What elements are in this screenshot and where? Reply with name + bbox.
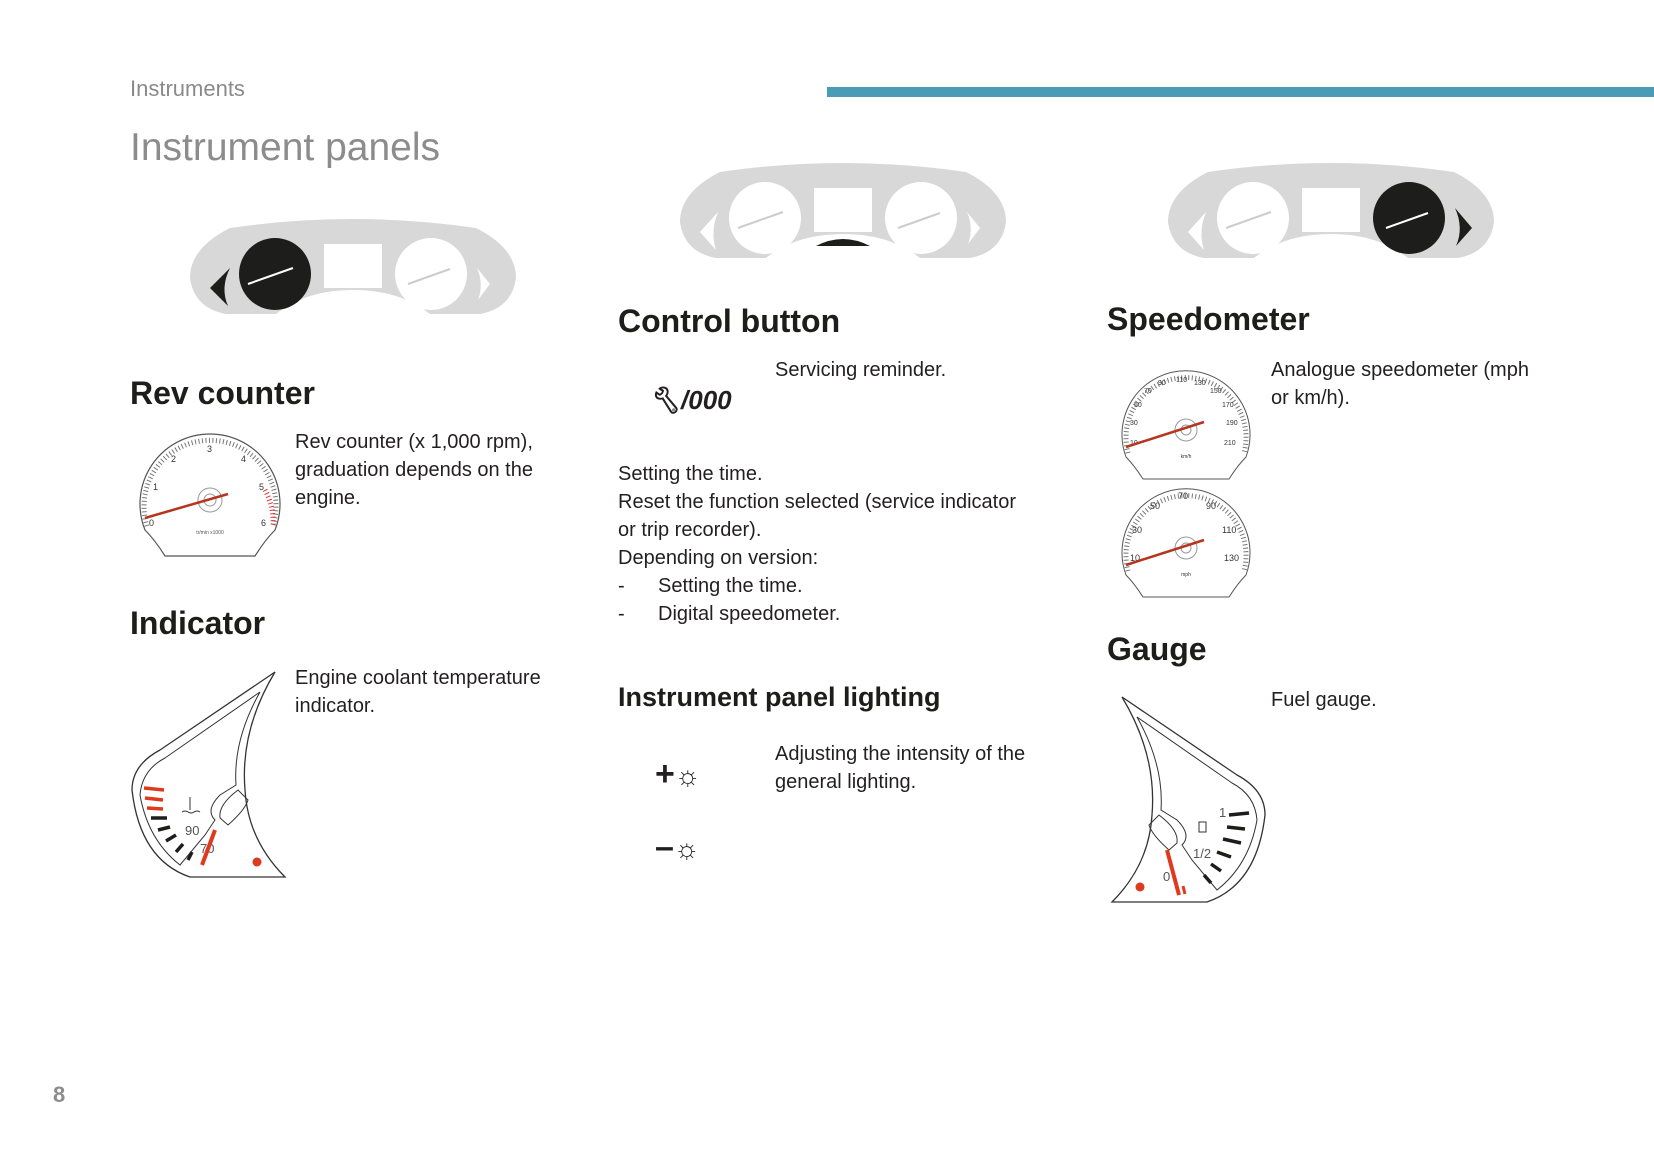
gauge-description: Fuel gauge.: [1271, 689, 1377, 711]
bullet-item: -Setting the time.: [618, 575, 803, 597]
svg-text:110: 110: [1222, 525, 1236, 535]
rev-counter-description: Rev counter (x 1,000 rpm),graduation dep…: [295, 431, 533, 509]
service-reminder-icon: 🔧︎/000: [648, 385, 732, 415]
svg-text:150: 150: [1210, 388, 1222, 395]
svg-text:90: 90: [1206, 501, 1216, 511]
svg-text:30: 30: [1130, 420, 1138, 427]
rev-counter-heading: Rev counter: [130, 375, 315, 411]
svg-text:mph: mph: [1181, 572, 1191, 578]
gauge-heading: Gauge: [1107, 631, 1207, 667]
fuel-pump-icon: [1198, 821, 1207, 833]
rev-counter-dial: 0 1 2 3 4 5 6 tr/min x1000: [139, 433, 281, 557]
svg-text:130: 130: [1224, 553, 1239, 563]
lighting-heading: Instrument panel lighting: [618, 682, 941, 712]
rev-label: 4: [241, 454, 246, 464]
svg-text:50: 50: [1134, 402, 1142, 409]
svg-text:130: 130: [1194, 380, 1206, 387]
panel-illustration-rev: [190, 219, 516, 314]
brightness-decrease-icon: –☼: [655, 828, 700, 866]
rev-unit: tr/min x1000: [196, 530, 224, 536]
control-button-description: Setting the time.Reset the function sele…: [618, 460, 1016, 628]
coolant-icon: [181, 797, 201, 814]
svg-text:210: 210: [1224, 440, 1236, 447]
rev-label: 6: [261, 518, 266, 528]
svg-text:110: 110: [1176, 377, 1187, 384]
svg-text:km/h: km/h: [1181, 454, 1192, 460]
servicing-reminder-text: Servicing reminder.: [775, 359, 947, 381]
rev-label: 2: [171, 454, 176, 464]
svg-text:190: 190: [1226, 420, 1238, 427]
page-number: 8: [53, 1082, 66, 1107]
speedometer-heading: Speedometer: [1107, 301, 1310, 337]
control-button-heading: Control button: [618, 303, 841, 339]
dial-sun-icon: ☼: [673, 833, 700, 864]
wrench-icon: 🔧︎: [648, 385, 682, 415]
bullet-item: -Digital speedometer.: [618, 603, 841, 625]
header-accent-bar: [827, 87, 1654, 97]
fuel-label-empty: 0: [1163, 869, 1170, 884]
rev-label: 1: [153, 482, 158, 492]
svg-text:30: 30: [1132, 525, 1142, 535]
page-title: Instrument panels: [130, 126, 441, 169]
svg-text:170: 170: [1222, 402, 1234, 409]
svg-text:10: 10: [1130, 553, 1140, 563]
brightness-increase-icon: +☼: [655, 755, 701, 793]
svg-text:70: 70: [1144, 388, 1152, 395]
fuel-gauge-dial: 1 1/2 0: [1110, 696, 1266, 903]
speedometer-mph-dial: 10 30 50 70 90 110 130 mph: [1121, 488, 1251, 598]
fuel-label-half: 1/2: [1193, 846, 1211, 861]
rev-label: 3: [207, 444, 212, 454]
rev-label: 0: [149, 518, 154, 528]
svg-text:90: 90: [1158, 380, 1166, 387]
rev-label: 5: [259, 482, 264, 492]
indicator-heading: Indicator: [130, 605, 266, 641]
panel-illustration-speed: [1168, 163, 1494, 258]
fuel-label-full: 1: [1219, 805, 1226, 820]
dial-sun-icon: ☼: [674, 760, 701, 791]
svg-text:50: 50: [1150, 501, 1160, 511]
panel-illustration-control: [680, 163, 1006, 258]
coolant-temperature-dial: 90 70: [131, 671, 287, 878]
svg-text:70: 70: [1178, 491, 1188, 501]
temp-label-90: 90: [185, 823, 199, 838]
section-label: Instruments: [130, 76, 245, 101]
